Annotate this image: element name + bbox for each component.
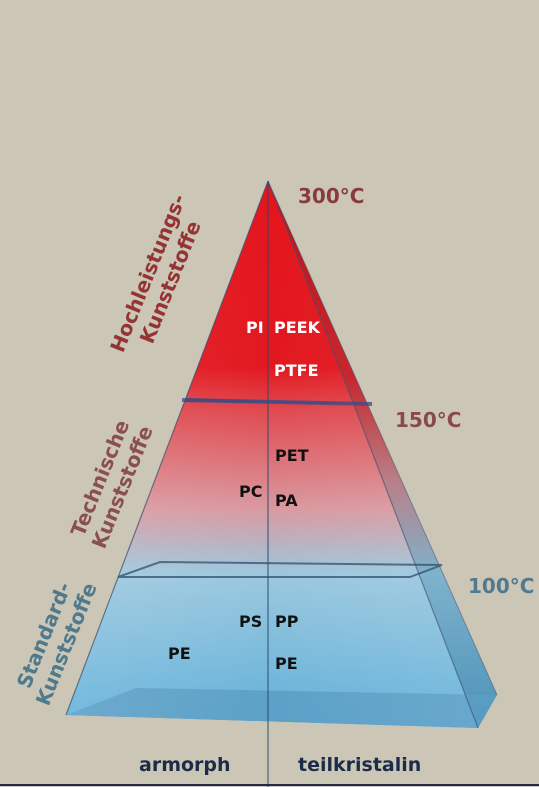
pyramid-side-face xyxy=(268,181,497,728)
material-pc: PC xyxy=(239,482,262,501)
material-pa: PA xyxy=(275,491,298,510)
material-pp: PP xyxy=(275,612,299,631)
temp-300: 300°C xyxy=(298,184,364,208)
material-ptfe: PTFE xyxy=(274,361,319,380)
pyramid-back-edge xyxy=(267,180,498,696)
material-pet: PET xyxy=(275,446,309,465)
pyramid-shine xyxy=(66,181,478,728)
base-label-semicrystalline: teilkristalin xyxy=(298,754,421,776)
tier-separators xyxy=(117,398,443,578)
tier-label-high: Hochleistungs- Kunststoffe xyxy=(105,191,205,356)
pyramid-left-edge xyxy=(65,180,269,716)
separator-100 xyxy=(117,560,443,578)
material-ps: PS xyxy=(239,612,262,631)
material-peek: PEEK xyxy=(274,318,321,337)
base-label-amorphous: armorph xyxy=(139,754,231,776)
temp-100: 100°C xyxy=(468,574,534,598)
material-pe-right: PE xyxy=(275,654,298,673)
material-pe-left: PE xyxy=(168,644,191,663)
pyramid xyxy=(65,180,498,787)
pyramid-right-edge xyxy=(267,180,479,729)
temp-150: 150°C xyxy=(395,408,461,432)
material-pi: PI xyxy=(246,318,264,337)
materials: PI PEEK PTFE PET PC PA PS PP PE PE xyxy=(168,318,321,673)
separator-150-line xyxy=(181,398,373,406)
